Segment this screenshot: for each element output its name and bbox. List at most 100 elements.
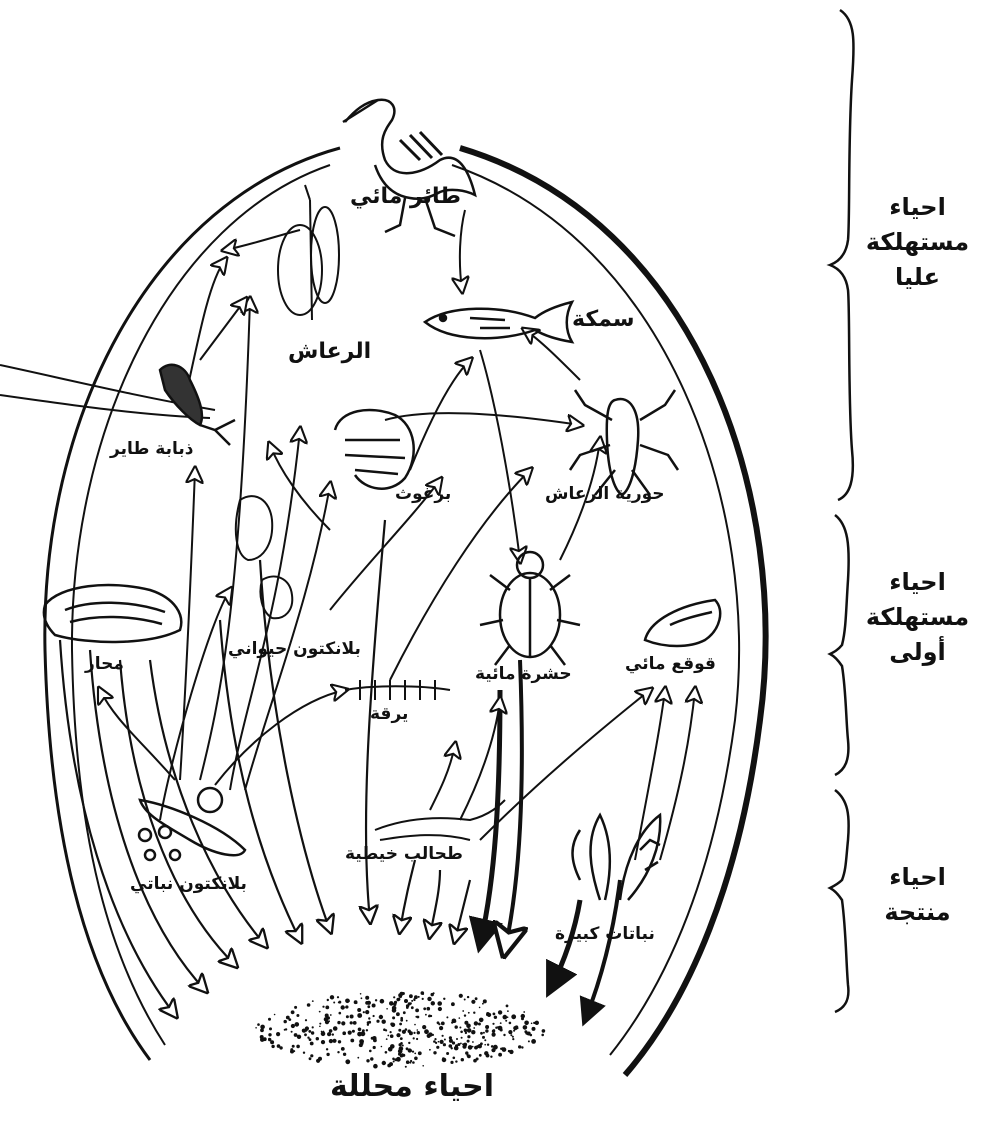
decomposer-dot xyxy=(268,1018,271,1021)
clam-drawing xyxy=(44,585,181,642)
decomposer-dot xyxy=(333,1026,338,1031)
decomposer-dot xyxy=(392,1016,395,1019)
decomposer-dot xyxy=(418,996,420,998)
decomposer-dot xyxy=(428,1032,432,1036)
decomposer-dot xyxy=(402,1045,404,1047)
decomposer-dot xyxy=(307,1003,311,1007)
decomposer-dot xyxy=(503,1015,508,1020)
decomposer-dot xyxy=(455,1060,457,1062)
decomposer-dot xyxy=(367,1005,370,1008)
decomposer-dot xyxy=(396,1012,400,1016)
decomposer-dot xyxy=(449,1036,452,1039)
trophic-top-line-2: مستهلكة xyxy=(860,225,975,260)
dragonfly-larva-drawing xyxy=(570,390,678,495)
decomposer-dot xyxy=(486,1054,490,1058)
decomposer-dot xyxy=(523,1011,525,1013)
decomposer-dot xyxy=(319,1026,321,1028)
decomposer-dot xyxy=(454,1020,456,1022)
decomposer-dot xyxy=(296,1014,299,1017)
decomposer-dot xyxy=(326,1053,329,1056)
decomposer-dot xyxy=(541,1034,544,1037)
decomposer-dot xyxy=(271,1045,274,1048)
decomposer-dot xyxy=(482,1003,484,1005)
decomposer-dot xyxy=(345,999,350,1004)
trophic-top-line-1: احياء xyxy=(860,190,975,225)
decomposer-dot xyxy=(362,1030,364,1032)
decomposer-dot xyxy=(274,1014,276,1016)
decomposer-dot xyxy=(363,1011,365,1013)
trophic-producers-line-1: احياء xyxy=(860,860,975,895)
label-snail: قوقع مائي xyxy=(625,655,716,674)
decomposer-dot xyxy=(438,1041,440,1043)
decomposer-dot xyxy=(472,1046,474,1048)
decomposer-dot xyxy=(367,1021,370,1024)
decomposer-dot xyxy=(296,1045,300,1049)
decomposer-dot xyxy=(464,999,466,1001)
decomposer-dot xyxy=(365,1001,369,1005)
decomposer-dot xyxy=(350,1039,354,1043)
decomposer-dot xyxy=(312,1000,314,1002)
label-dragonfly-larva: حورية الرعاش xyxy=(545,485,665,504)
decomposer-dot xyxy=(329,1039,333,1043)
decomposer-dot xyxy=(468,1012,470,1014)
decomposer-dot xyxy=(404,999,408,1003)
decomposer-dot xyxy=(330,1014,332,1016)
decomposer-dot xyxy=(485,1029,488,1032)
decomposer-dot xyxy=(405,1066,407,1068)
decomposer-dots xyxy=(255,991,545,1068)
decomposer-dot xyxy=(509,1050,513,1054)
decomposer-dot xyxy=(438,1023,440,1025)
decomposer-dot xyxy=(290,1048,293,1051)
decomposer-dot xyxy=(324,1017,328,1021)
decomposer-dot xyxy=(528,1040,530,1042)
decomposer-dot xyxy=(463,1043,467,1047)
decomposer-dot xyxy=(442,1057,444,1059)
decomposer-dot xyxy=(406,1020,408,1022)
decomposer-dot xyxy=(473,1012,475,1014)
decomposer-dot xyxy=(291,1031,293,1033)
decomposer-dot xyxy=(381,1046,383,1048)
decomposer-dot xyxy=(310,1054,313,1057)
decomposer-dot xyxy=(359,1039,364,1044)
decomposer-dot xyxy=(418,1051,422,1055)
decomposer-dot xyxy=(467,1035,470,1038)
decomposer-dot xyxy=(532,1027,536,1031)
decomposer-dot xyxy=(350,1015,354,1019)
decomposer-dot xyxy=(341,1005,345,1009)
decomposer-dot xyxy=(400,992,404,996)
trophic-primary-line-1: احياء xyxy=(860,565,975,600)
decomposer-dot xyxy=(502,1047,507,1052)
decomposer-dot xyxy=(292,1045,295,1048)
decomposer-dot xyxy=(393,1061,395,1063)
decomposer-dot xyxy=(530,1034,533,1037)
decomposer-dot xyxy=(449,1039,453,1043)
decomposer-dot xyxy=(435,1042,437,1044)
decomposer-dot xyxy=(295,1022,300,1027)
decomposer-dot xyxy=(475,997,478,1000)
decomposer-dot xyxy=(372,1004,376,1008)
decomposer-dot xyxy=(357,1057,359,1059)
decomposer-dot xyxy=(521,1014,525,1018)
decomposer-dot xyxy=(468,1045,473,1050)
decomposer-dot xyxy=(370,1057,373,1060)
decomposer-dot xyxy=(459,1017,461,1019)
label-shrimp: برغوث xyxy=(395,485,451,504)
decomposer-dot xyxy=(403,1011,406,1014)
decomposer-dot xyxy=(490,1056,492,1058)
decomposer-dot xyxy=(284,1020,287,1023)
decomposer-dot xyxy=(497,1026,499,1028)
decomposer-dot xyxy=(438,1007,442,1011)
decomposer-dot xyxy=(431,1001,435,1005)
shrimp-drawing xyxy=(335,410,414,489)
decomposer-dot xyxy=(385,1029,387,1031)
trophic-brackets xyxy=(830,10,854,1012)
decomposer-dot xyxy=(523,1025,528,1030)
decomposer-dot xyxy=(417,1029,419,1031)
decomposer-dot xyxy=(524,1021,529,1026)
mayfly-drawing xyxy=(160,365,235,445)
trophic-primary-line-3: أولى xyxy=(860,635,975,670)
decomposer-dot xyxy=(321,1031,323,1033)
decomposer-dot xyxy=(255,1027,257,1029)
decomposer-dot xyxy=(471,1030,475,1034)
decomposer-dot xyxy=(341,1021,345,1025)
